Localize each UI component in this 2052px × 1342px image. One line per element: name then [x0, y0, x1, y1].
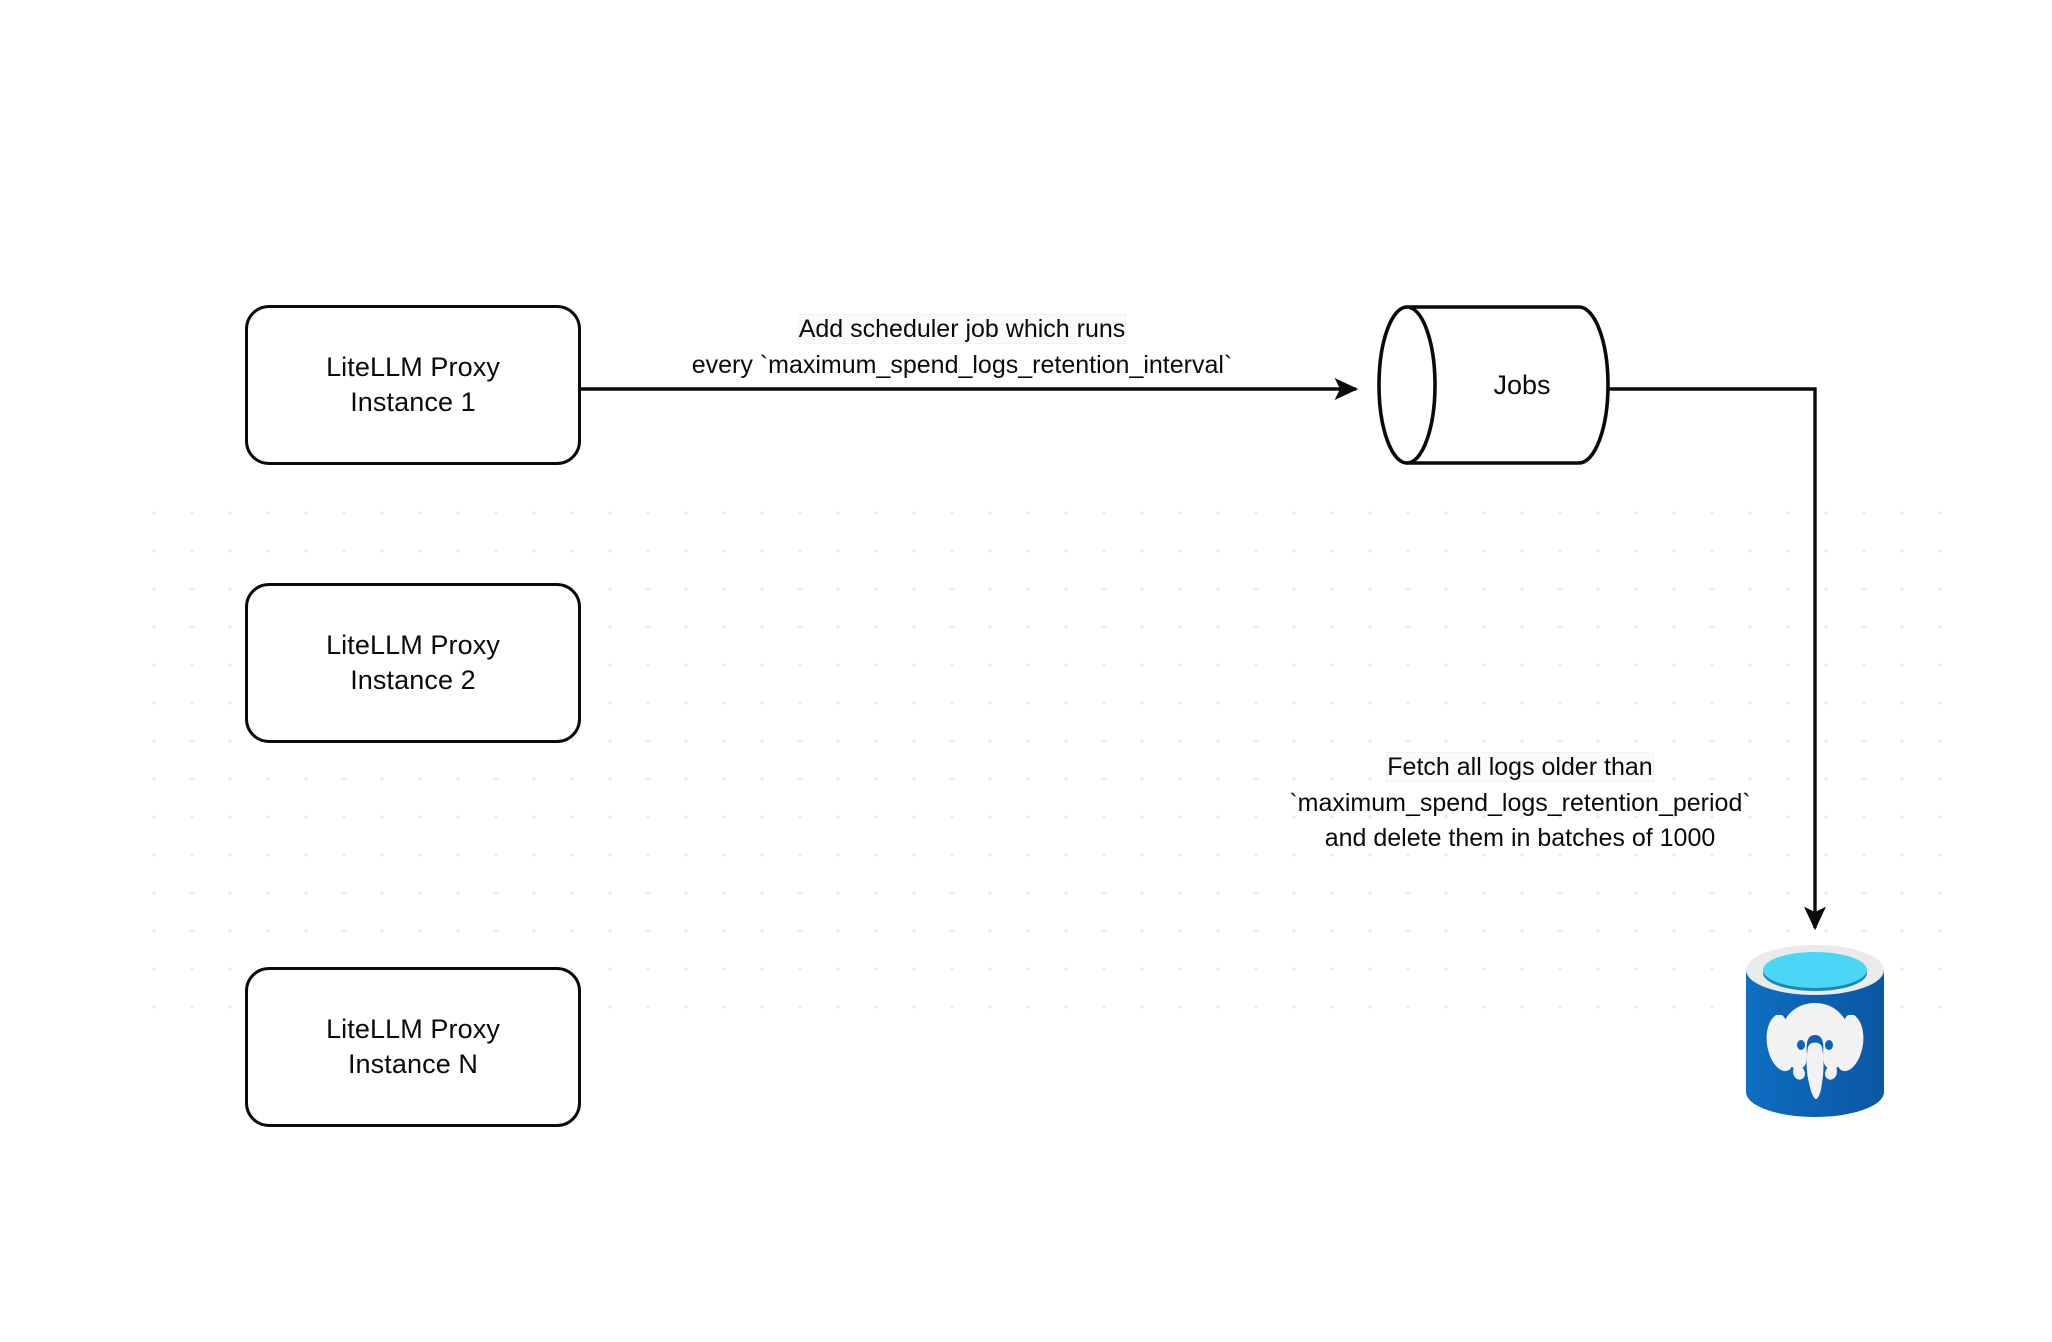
edge-label-line1: Fetch all logs older than	[1387, 753, 1653, 781]
node-label-line2: Instance 1	[350, 387, 476, 417]
edge-label-line3: and delete them in batches of 1000	[1324, 824, 1716, 852]
node-label-line1: LiteLLM Proxy	[326, 629, 500, 660]
node-litellm-proxy-instance-1[interactable]: LiteLLM Proxy Instance 1	[245, 305, 581, 465]
postgres-database-icon[interactable]	[1742, 943, 1888, 1119]
edge-label-line2: every `maximum_spend_logs_retention_inte…	[691, 350, 1233, 379]
cylinder-shape	[1377, 305, 1610, 465]
node-litellm-proxy-instance-2[interactable]: LiteLLM Proxy Instance 2	[245, 583, 581, 743]
node-label-line1: LiteLLM Proxy	[326, 1013, 500, 1044]
edge-label-line1: Add scheduler job which runs	[798, 315, 1126, 343]
edge-label-fetch-delete: Fetch all logs older than `maximum_spend…	[1250, 750, 1790, 857]
postgres-elephant-eyes	[1797, 1040, 1833, 1050]
node-label-line1: LiteLLM Proxy	[326, 351, 500, 382]
node-label-line2: Instance 2	[350, 665, 476, 695]
database-cylinder-shape	[1746, 945, 1884, 1117]
node-jobs-label: Jobs	[1493, 369, 1551, 400]
edge-label-line2: `maximum_spend_logs_retention_period`	[1289, 788, 1751, 817]
node-label-line2: Instance N	[347, 1049, 479, 1079]
node-jobs-queue[interactable]: Jobs	[1377, 305, 1610, 465]
edge-label-scheduler: Add scheduler job which runs every `maxi…	[612, 312, 1312, 383]
edge-jobs-to-database	[1609, 387, 1827, 931]
node-litellm-proxy-instance-n[interactable]: LiteLLM Proxy Instance N	[245, 967, 581, 1127]
postgres-elephant-glyph	[1766, 1003, 1864, 1099]
